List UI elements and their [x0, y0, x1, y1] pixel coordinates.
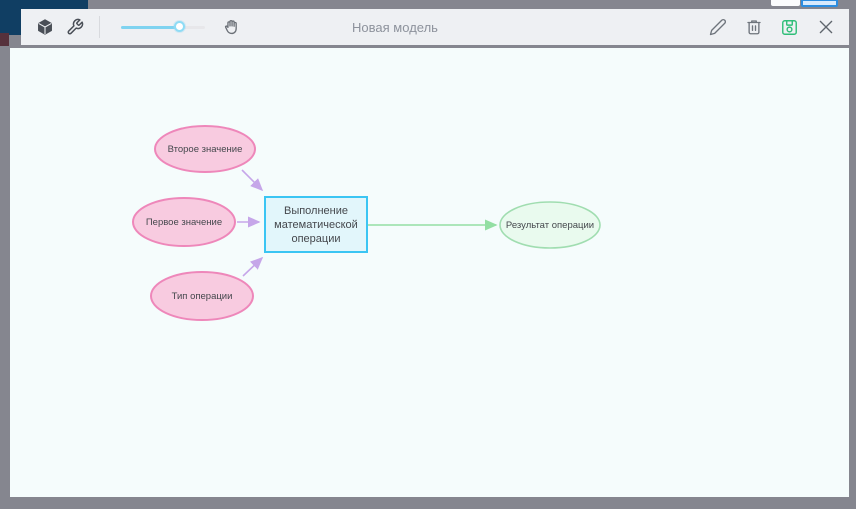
wrench-icon[interactable] [65, 18, 84, 37]
node-result[interactable] [499, 201, 601, 249]
background-page-tab [771, 0, 800, 6]
background-page-artifact [0, 33, 9, 46]
edge-operation-type-to-operation[interactable] [242, 256, 264, 277]
model-cube-icon[interactable] [35, 18, 54, 37]
background-page-tab-active [801, 0, 838, 7]
node-first-value[interactable] [132, 197, 236, 247]
pan-hand-icon[interactable] [222, 18, 241, 37]
background-page-header-corner [0, 0, 21, 35]
diagram-svg [132, 125, 601, 321]
zoom-slider-fill [121, 26, 180, 29]
toolbar-left-group [35, 16, 241, 38]
zoom-slider-handle[interactable] [173, 21, 185, 32]
toolbar-divider [99, 16, 100, 38]
diagram-canvas[interactable]: Второе значение Первое значение Тип опер… [10, 48, 849, 497]
save-disk-icon[interactable] [780, 18, 799, 37]
background-page-header [0, 0, 88, 9]
delete-trash-icon[interactable] [744, 18, 763, 37]
edit-pencil-icon[interactable] [708, 18, 727, 37]
toolbar-right-group [708, 18, 835, 37]
edge-second-value-to-operation[interactable] [241, 169, 264, 192]
node-operation-type[interactable] [150, 271, 254, 321]
editor-toolbar: Новая модель [21, 9, 849, 45]
close-x-icon[interactable] [816, 18, 835, 37]
node-second-value[interactable] [154, 125, 256, 173]
node-operation[interactable] [264, 196, 368, 253]
zoom-slider[interactable] [121, 20, 205, 34]
